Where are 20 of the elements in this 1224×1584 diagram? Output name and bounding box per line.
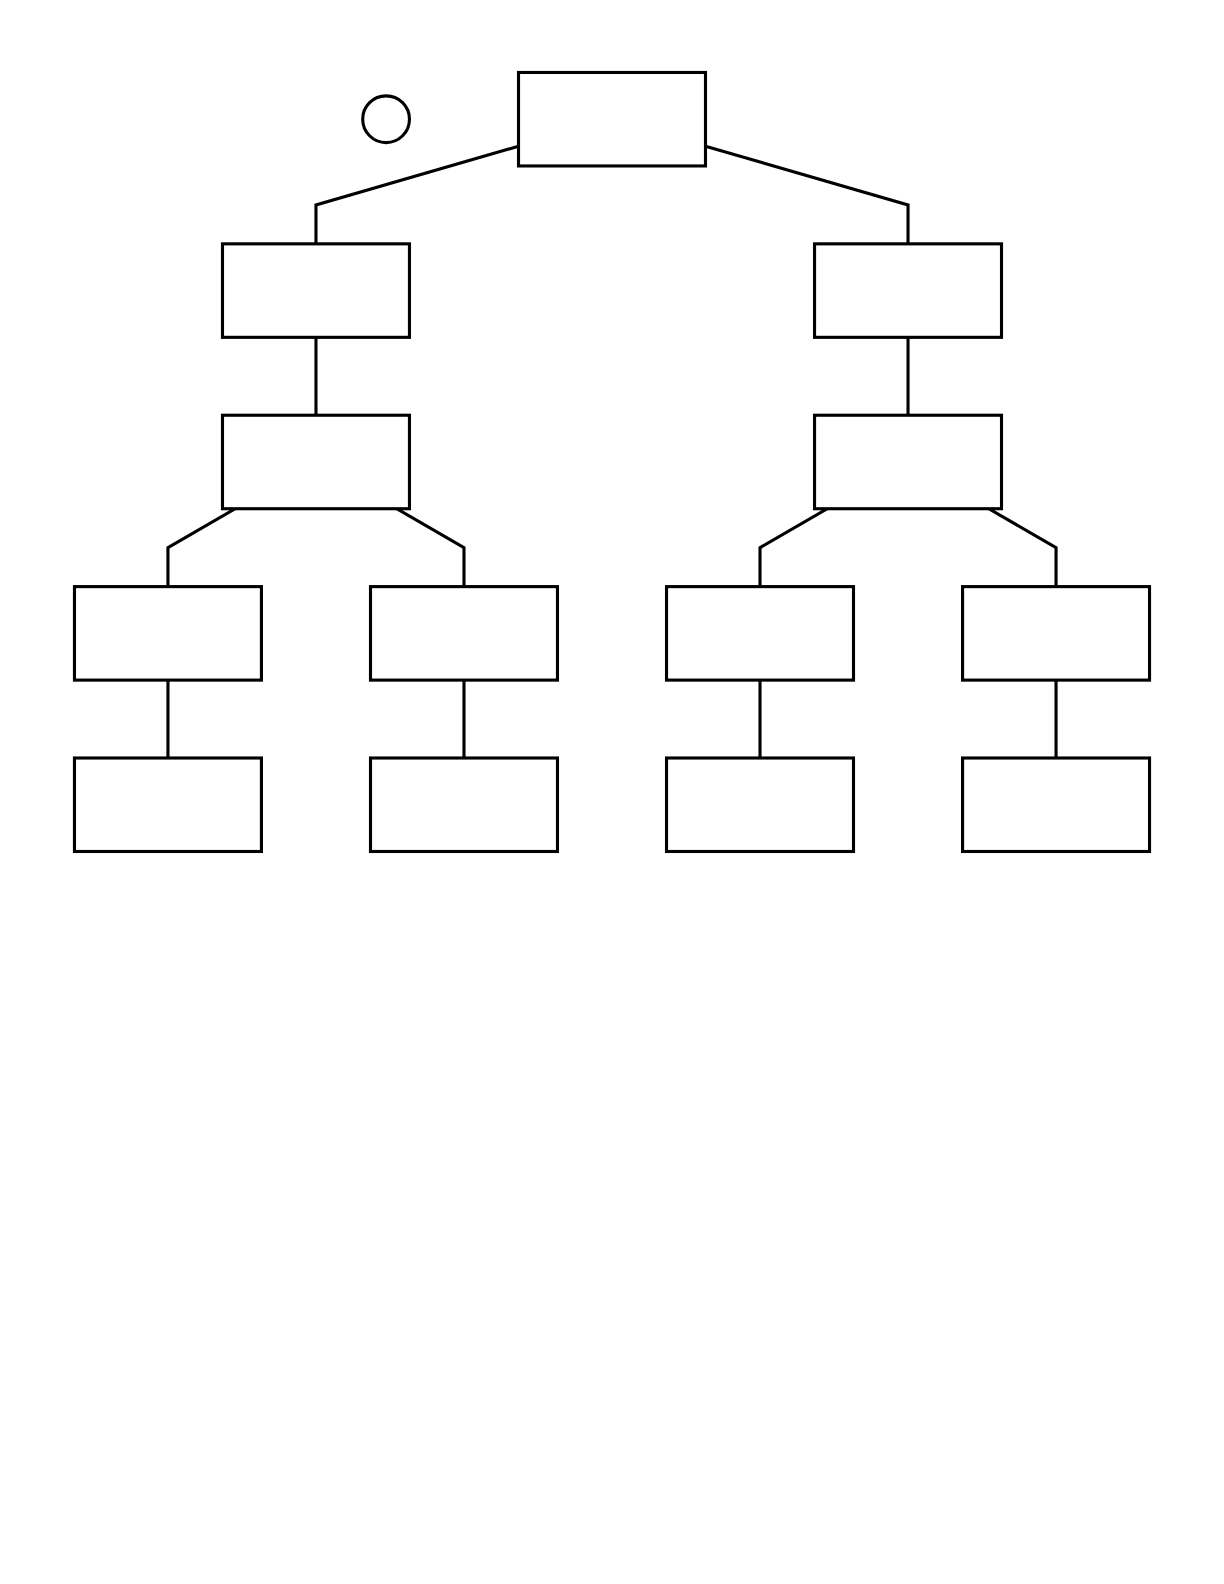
circle-node — [361, 94, 411, 145]
empty-box — [368, 585, 560, 682]
empty-box — [72, 585, 263, 682]
empty-box — [664, 756, 856, 854]
empty-box — [961, 756, 1152, 854]
empty-box — [220, 413, 411, 511]
empty-box — [664, 585, 856, 682]
empty-box — [813, 242, 1004, 339]
connector-line — [906, 337, 910, 416]
empty-box — [516, 70, 708, 168]
empty-box — [813, 413, 1004, 511]
empty-box — [220, 242, 411, 339]
connector-line — [758, 680, 762, 758]
connector-line — [462, 680, 466, 758]
connector-line — [1054, 680, 1058, 758]
empty-box — [368, 756, 560, 854]
connector-line — [166, 680, 170, 758]
empty-box — [961, 585, 1152, 682]
connector-line — [314, 337, 318, 416]
empty-box — [72, 756, 263, 854]
